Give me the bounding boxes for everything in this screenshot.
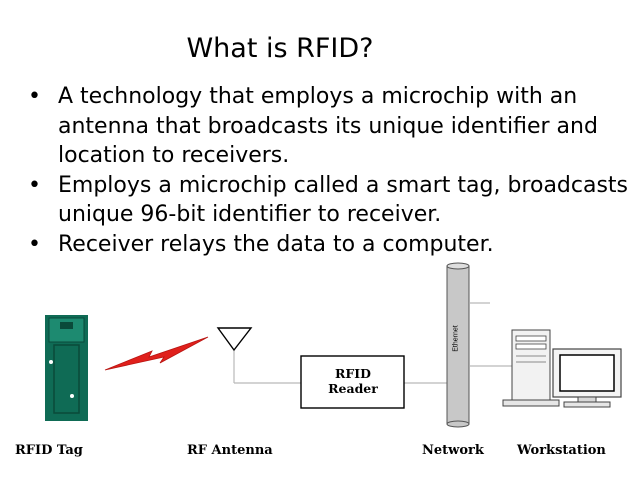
cable-top bbox=[446, 262, 470, 270]
bullet-text: Receiver relays the data to a computer. bbox=[58, 231, 494, 257]
bullet-dot: • bbox=[28, 231, 41, 257]
reader-label-line1: RFID bbox=[335, 366, 371, 381]
monitor-screen bbox=[559, 354, 615, 392]
keyboard bbox=[502, 399, 560, 407]
bullet-item: • A technology that employs a microchip … bbox=[28, 82, 628, 171]
computer-tower bbox=[511, 329, 551, 402]
bullet-text: Employs a microchip called a smart tag, … bbox=[58, 172, 629, 228]
bullet-dot: • bbox=[28, 172, 41, 198]
tag-chip-core bbox=[60, 322, 73, 329]
tag-chip bbox=[48, 317, 85, 343]
antenna-triangle bbox=[216, 327, 253, 352]
label-rf-antenna: RF Antenna bbox=[187, 443, 273, 458]
rfid-tag-icon bbox=[45, 315, 88, 421]
tag-dot bbox=[49, 360, 53, 364]
tag-dot bbox=[70, 394, 74, 398]
label-network: Network bbox=[422, 443, 484, 458]
rfid-reader-box bbox=[300, 355, 405, 409]
workstation-icon bbox=[502, 329, 622, 408]
bullet-item: • Employs a microchip called a smart tag… bbox=[28, 171, 628, 230]
tag-antenna-loop bbox=[53, 344, 80, 414]
bullet-text: A technology that employs a microchip wi… bbox=[58, 84, 598, 168]
bullet-item: • Receiver relays the data to a computer… bbox=[28, 230, 628, 260]
reader-label-line2: Reader bbox=[328, 381, 378, 396]
network-cable-icon bbox=[446, 262, 470, 428]
monitor-base bbox=[563, 401, 611, 408]
rf-signal-bolt bbox=[104, 336, 209, 371]
drive-bay bbox=[515, 335, 547, 342]
drive-bay bbox=[515, 343, 547, 350]
monitor-stand bbox=[577, 396, 597, 403]
bullet-dot: • bbox=[28, 84, 41, 109]
cable-bottom bbox=[446, 420, 470, 428]
label-rfid-tag: RFID Tag bbox=[15, 443, 83, 458]
ethernet-label: Ethernet bbox=[452, 325, 460, 352]
bullet-list: • A technology that employs a microchip … bbox=[28, 82, 628, 259]
connection-lines bbox=[233, 302, 520, 384]
label-workstation: Workstation bbox=[517, 443, 606, 458]
reader-label: RFID Reader bbox=[300, 366, 406, 396]
slide-title: What is RFID? bbox=[186, 33, 374, 64]
rf-antenna-icon bbox=[216, 327, 253, 352]
